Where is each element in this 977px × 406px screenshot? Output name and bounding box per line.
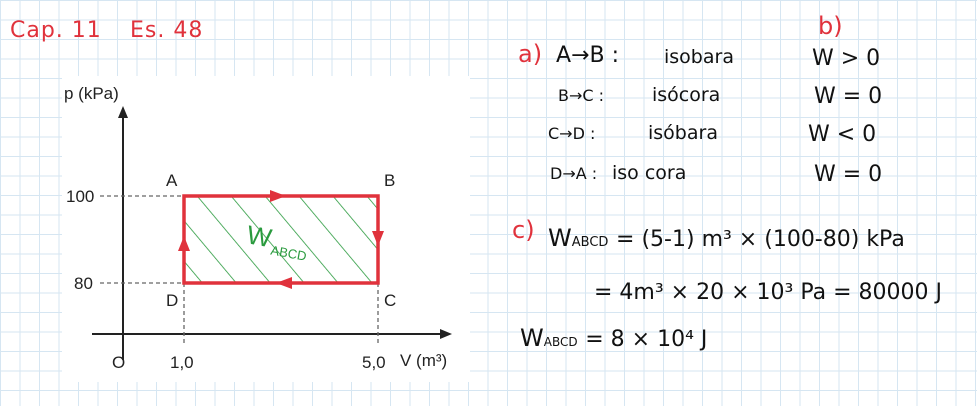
x-tick-1: 1,0 [170, 353, 194, 372]
row-1-process: isobara [664, 46, 734, 68]
calc-w1: W [548, 224, 572, 252]
arrow-cd [276, 277, 292, 289]
exercise-label: Es. 48 [130, 18, 204, 43]
y-tick-80: 80 [74, 274, 93, 293]
x-axis-label: V (m³) [400, 351, 447, 370]
arrow-bc [372, 231, 384, 246]
point-a-label: A [166, 171, 178, 190]
arrow-da [178, 236, 190, 251]
row-1-work: W > 0 [812, 46, 881, 71]
calc-w2: W [520, 324, 544, 352]
arrow-ab [270, 190, 286, 202]
calc-w1-sub: ABCD [571, 235, 609, 250]
area-label-subscript: ABCD [270, 243, 308, 264]
row-3-process: isóbara [648, 122, 718, 144]
area-label-w: W [245, 219, 275, 253]
work-area-hatch [184, 196, 378, 283]
row-2-transition: B→C : [558, 86, 605, 105]
row-2-work: W = 0 [814, 84, 883, 109]
row-1-transition: A→B : [556, 43, 619, 68]
point-d-label: D [166, 291, 178, 310]
calc-line-1-text: = (5-1) m³ × (100-80) kPa [616, 227, 905, 252]
row-2-process: isócora [652, 84, 721, 106]
calc-line-3: WABCD = 8 × 10⁴ J [520, 324, 707, 352]
y-axis-label: p (kPa) [64, 84, 119, 103]
row-3-transition: C→D : [548, 124, 596, 143]
part-b-label: b) [818, 12, 843, 40]
origin-label: O [112, 353, 125, 372]
chapter-label: Cap. 11 [10, 18, 102, 43]
x-tick-5: 5,0 [362, 353, 386, 372]
area-label: W ABCD [245, 219, 308, 264]
pv-diagram-panel: p (kPa) V (m³) O 100 80 1,0 5,0 A B C D … [62, 76, 470, 382]
pv-diagram: p (kPa) V (m³) O 100 80 1,0 5,0 A B C D … [64, 84, 452, 372]
calc-line-1: WABCD = (5-1) m³ × (100-80) kPa [548, 224, 905, 252]
calc-w2-sub: ABCD [543, 335, 578, 349]
row-3-work: W < 0 [808, 122, 877, 147]
row-4-process: iso cora [612, 162, 687, 184]
point-b-label: B [384, 171, 395, 190]
y-axis-arrow [118, 106, 128, 118]
row-4-transition: D→A : [550, 164, 598, 183]
point-c-label: C [384, 291, 396, 310]
part-c-label: c) [512, 216, 535, 244]
calc-line-3-text: = 8 × 10⁴ J [585, 327, 708, 352]
row-4-work: W = 0 [814, 162, 883, 187]
y-tick-100: 100 [66, 187, 94, 206]
part-a-label: a) [518, 40, 543, 68]
calc-line-2: = 4m³ × 20 × 10³ Pa = 80000 J [594, 280, 942, 305]
x-axis-arrow [440, 329, 452, 339]
